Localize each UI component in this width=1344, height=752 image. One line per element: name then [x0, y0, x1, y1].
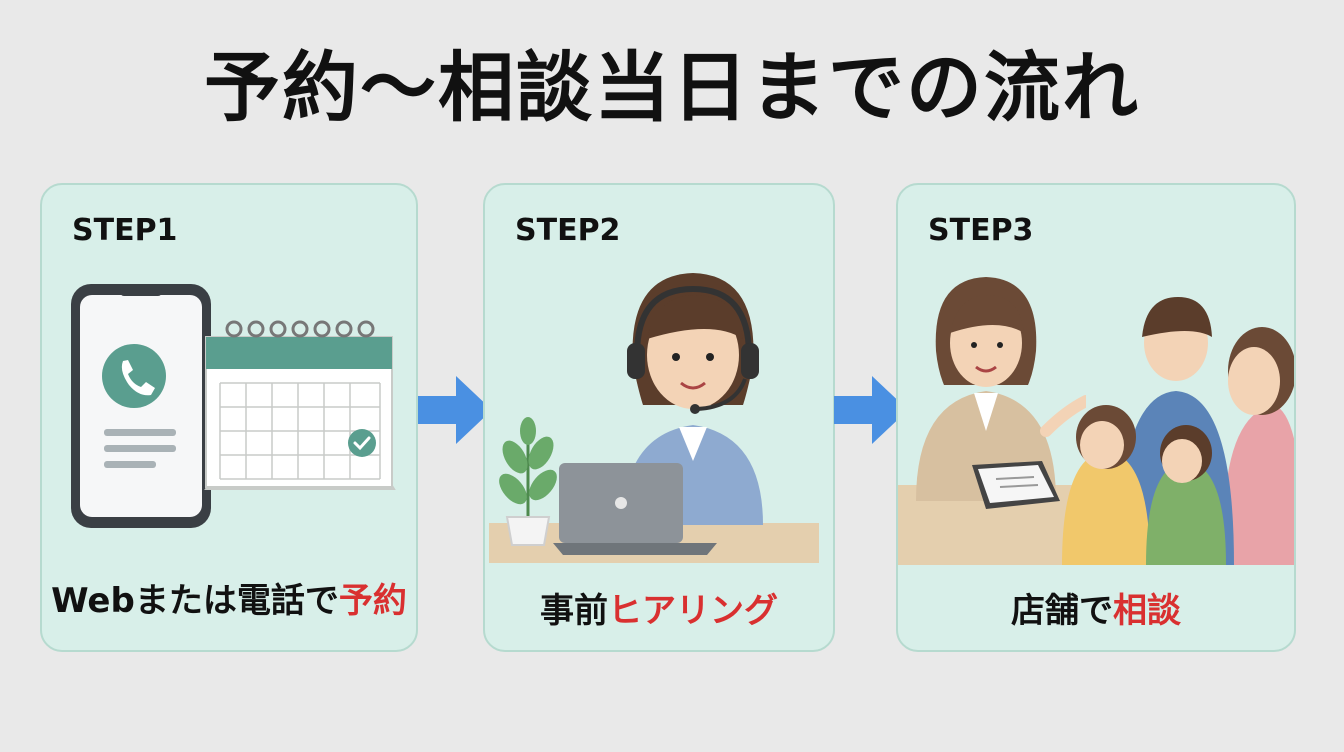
- step-card-3: STEP3 店舗で相談: [896, 183, 1296, 652]
- calendar-check-icon: [204, 320, 396, 490]
- plant-icon: [499, 417, 557, 546]
- step-card-1: STEP1 Webまたは電話で予約: [40, 183, 418, 652]
- step-caption: 事前ヒアリング: [540, 591, 778, 631]
- smartphone-phone-icon: [71, 284, 211, 528]
- step-caption: 店舗で相談: [1011, 591, 1181, 631]
- arrow-right-icon: [834, 376, 908, 444]
- step-caption: Webまたは電話で予約: [51, 581, 407, 621]
- arrow-right-icon: [418, 376, 492, 444]
- step-label: STEP1: [72, 213, 178, 248]
- laptop-icon: [553, 463, 717, 555]
- page-title: 予約〜相談当日までの流れ: [204, 43, 1140, 132]
- step-label: STEP2: [515, 213, 621, 248]
- step-label: STEP3: [928, 213, 1034, 248]
- headset-operator-icon: [623, 273, 763, 525]
- family-icon: [1062, 297, 1294, 565]
- clipboard-icon: [972, 461, 1060, 509]
- step-card-2: STEP2 事前ヒアリング: [483, 183, 835, 652]
